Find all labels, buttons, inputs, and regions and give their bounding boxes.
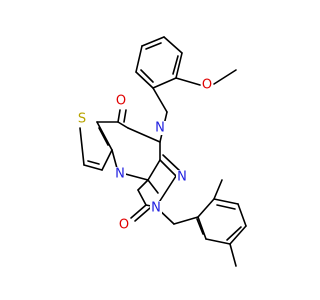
bond (197, 216, 207, 240)
bond (175, 52, 183, 79)
bond (141, 36, 165, 47)
bond (162, 154, 182, 173)
bond (197, 198, 215, 218)
atom-label: O (116, 94, 126, 109)
atom-oxygen-carbonyl-bottom: O (118, 218, 130, 233)
bond (213, 198, 239, 205)
atom-oxygen-methoxy: O (201, 78, 213, 93)
molecule-structure-diagram: S O N O N N N O (76, 36, 247, 267)
bond-layer (79, 36, 247, 267)
bond (134, 207, 151, 222)
bond (172, 55, 179, 75)
atom-nitrogen-central: N (114, 167, 126, 182)
atom-label: N (177, 170, 187, 185)
atom-label: S (78, 112, 86, 127)
bond (175, 77, 201, 86)
bond (213, 179, 223, 200)
atom-label: O (202, 78, 212, 93)
atom-oxygen-carbonyl-top: O (115, 94, 127, 109)
bond (205, 238, 231, 245)
bond (135, 45, 143, 73)
bond (123, 109, 127, 123)
bond (87, 160, 100, 165)
atom-label: N (115, 167, 125, 182)
bond (79, 127, 85, 166)
atom-label: O (119, 218, 129, 233)
bond (130, 204, 147, 219)
bond (147, 159, 161, 181)
bond (159, 159, 177, 177)
bond (96, 121, 113, 151)
atom-nitrogen-triazole-right: N (176, 170, 188, 185)
atom-nitrogen-triazole-bottom: N (150, 201, 162, 216)
bond (229, 225, 247, 245)
bond (173, 216, 199, 225)
bond (98, 127, 109, 146)
bond (147, 179, 159, 194)
bond (117, 109, 121, 123)
bond (101, 149, 113, 171)
bond (196, 218, 204, 235)
bond (145, 42, 162, 50)
bond (135, 71, 154, 89)
bond (213, 69, 237, 85)
bond (226, 226, 242, 241)
atom-label: N (155, 121, 165, 136)
atom-nitrogen-upper: N (154, 121, 166, 136)
atom-layer: S O N O N N N O (76, 78, 213, 233)
bond (152, 77, 177, 89)
bond (163, 36, 183, 54)
bond (152, 87, 168, 113)
bond (83, 164, 103, 171)
bond (229, 243, 237, 267)
atom-sulfur: S (76, 112, 88, 127)
bond (237, 203, 247, 227)
atom-label: N (151, 201, 161, 216)
bond (140, 69, 154, 83)
bond (216, 204, 236, 210)
bond (137, 189, 147, 206)
bond (137, 179, 149, 191)
bond (117, 121, 129, 129)
bond (127, 127, 161, 143)
